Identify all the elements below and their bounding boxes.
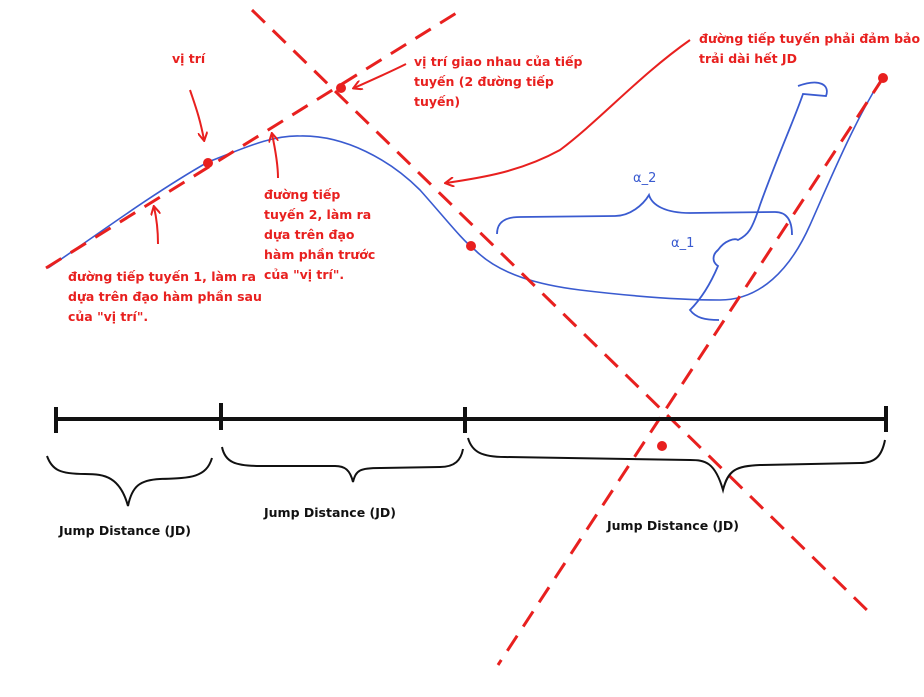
jd-label-3: Jump Distance (JD) <box>606 518 739 533</box>
tangent-cover-label: đường tiếp tuyến phải đảm bảo trải dài h… <box>699 31 924 66</box>
alpha1-label: α_1 <box>671 236 694 251</box>
tangent1-label: đường tiếp tuyến 1, làm ra dựa trên đạo … <box>68 269 266 324</box>
point-bottom-intersection <box>657 441 667 451</box>
jd-brace-3 <box>467 437 886 494</box>
tangent2-label: đường tiếp tuyến 2, làm ra dựa trên đạo … <box>264 187 380 282</box>
tangent-line-3 <box>496 77 885 666</box>
arrow-tangent-cover <box>446 39 691 183</box>
point-position <box>203 158 213 168</box>
intersection-label: vị trí giao nhau của tiếp tuyến (2 đường… <box>414 54 587 109</box>
jd-brace-1 <box>46 455 213 507</box>
alpha1-brace <box>688 81 828 321</box>
alpha2-brace <box>496 192 793 236</box>
tangent-line-1 <box>45 10 459 270</box>
blue-curve <box>47 77 883 301</box>
tangent-line-2 <box>250 8 874 617</box>
jd-brace-2 <box>221 446 464 483</box>
point-right-end <box>878 73 888 83</box>
arrow-intersection <box>354 63 407 88</box>
arrow-tangent1 <box>154 207 158 245</box>
position-label: vị trí <box>172 51 206 66</box>
arrow-position <box>189 89 204 140</box>
point-intersection <box>336 83 346 93</box>
alpha2-label: α_2 <box>633 171 656 186</box>
point-tangent-curve <box>466 241 476 251</box>
jd-label-1: Jump Distance (JD) <box>58 523 191 538</box>
arrow-tangent2 <box>272 134 279 179</box>
jd-label-2: Jump Distance (JD) <box>263 505 396 520</box>
